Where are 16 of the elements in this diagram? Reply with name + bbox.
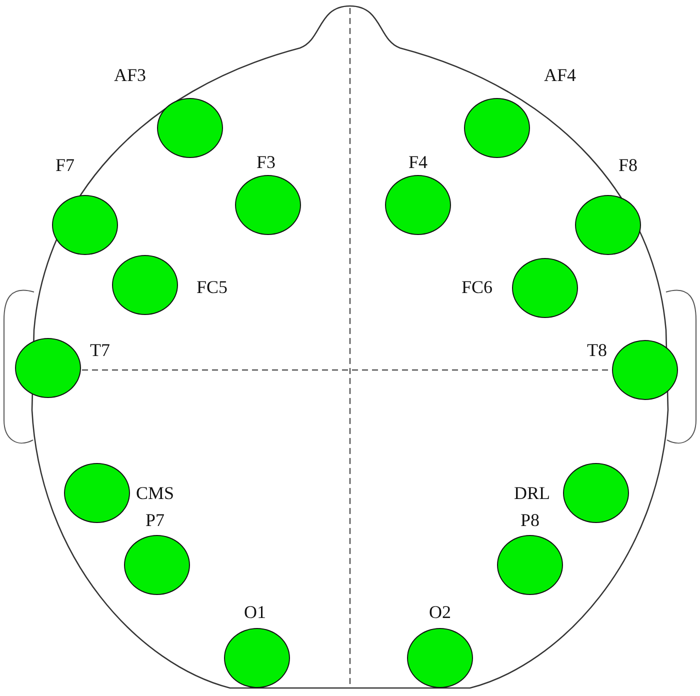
electrode-label: F8 <box>617 154 638 176</box>
electrode-label: DRL <box>513 482 551 504</box>
electrode-label: F3 <box>255 151 276 173</box>
electrode-label: AF3 <box>112 64 147 86</box>
electrode-label: FC5 <box>195 276 229 298</box>
electrode-label: AF4 <box>542 64 577 86</box>
electrode-label: CMS <box>134 482 176 504</box>
electrode-label: F7 <box>54 154 76 176</box>
electrode-label: T7 <box>89 339 111 361</box>
electrode-label: T8 <box>586 339 608 361</box>
electrode-label: O2 <box>428 601 452 623</box>
electrode-label: P8 <box>519 509 540 531</box>
electrode-label: FC6 <box>460 276 494 298</box>
electrode-label: O1 <box>243 601 267 623</box>
electrode-label: F4 <box>407 151 428 173</box>
electrode-label: P7 <box>144 509 166 531</box>
